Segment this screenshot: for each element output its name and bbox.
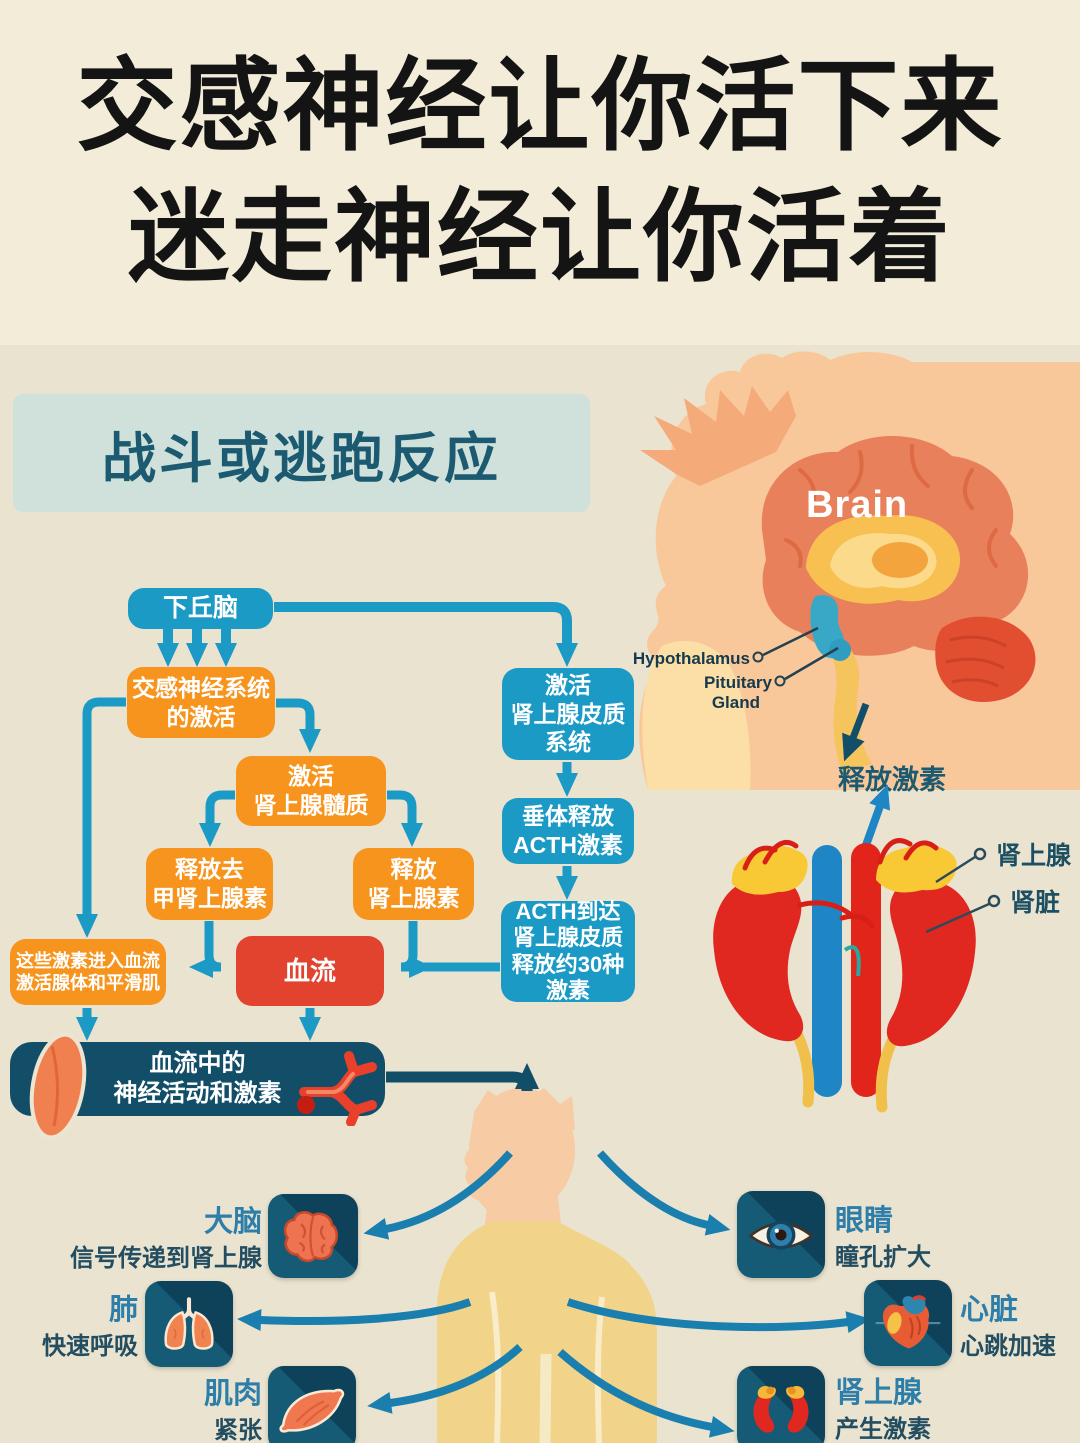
- kidney-label: 肾脏: [1010, 888, 1060, 917]
- adrenal-gland-label: 肾上腺: [996, 842, 1072, 870]
- kidneys-icon: [753, 1386, 809, 1433]
- lungs-organ-label: 肺 快速呼吸: [42, 1294, 138, 1361]
- adrenal-organ-label: 肾上腺 产生激素: [835, 1377, 931, 1443]
- sns-activation-box: 交感神经系统 的激活: [127, 667, 275, 738]
- heart-tile: [864, 1280, 952, 1366]
- adrenal-cortex-box: 激活 肾上腺皮质 系统: [502, 668, 634, 760]
- hypothalamus-box: 下丘脑: [128, 588, 273, 629]
- adrenal-tile: [737, 1366, 825, 1443]
- pituitary-illustration: [829, 639, 851, 661]
- lungs-tile: [145, 1281, 233, 1367]
- vein-icon: [812, 845, 842, 1097]
- brain-icon: [283, 1211, 339, 1263]
- hormones-enter-box: 这些激素进入血流 激活腺体和平滑肌: [10, 939, 166, 1005]
- release-hormone-label: 释放激素: [838, 764, 946, 795]
- muscle-organ-title: 肌肉: [203, 1378, 262, 1410]
- lungs-organ-desc: 快速呼吸: [42, 1333, 138, 1361]
- brain-organ-title: 大脑: [203, 1206, 262, 1238]
- kidney-illustration: 肾上腺 肾脏: [713, 784, 1072, 1113]
- pituitary-label-line1: Pituitary: [704, 673, 773, 692]
- ureter-icon: [789, 1024, 815, 1108]
- title-block: 交感神经让你活下来 迷走神经让你活着: [0, 0, 1080, 345]
- main-title-line1: 交感神经让你活下来: [76, 50, 1004, 163]
- acth-reaches-box: ACTH到达 肾上腺皮质 释放约30种 激素: [501, 899, 635, 1003]
- eye-icon: [748, 1220, 814, 1249]
- brain-tile: [268, 1194, 358, 1278]
- adrenal-medulla-box: 激活 肾上腺髓质: [236, 756, 386, 826]
- muscle-organ-desc: 紧张: [214, 1417, 262, 1443]
- lungs-icon: [164, 1297, 214, 1350]
- muscle-tile-icon: [279, 1388, 345, 1433]
- body-silhouette: [437, 1086, 657, 1443]
- eye-organ-desc: 瞳孔扩大: [835, 1244, 931, 1272]
- main-title-line2: 迷走神经让你活着: [127, 181, 952, 294]
- right-kidney-icon: [886, 880, 976, 1047]
- flow-arrows: [76, 602, 871, 1438]
- head-profile-illustration: Brain Hypothalamus Pituitary Gland 释放激素: [633, 351, 1080, 795]
- heart-organ-title: 心脏: [960, 1294, 1019, 1326]
- pituitary-label-line2: Gland: [712, 693, 760, 712]
- fight-or-flight-header: 战斗或逃跑反应: [13, 394, 590, 512]
- eye-tile: [737, 1191, 825, 1278]
- pituitary-acth-box: 垂体释放 ACTH激素: [502, 798, 634, 864]
- adrenal-organ-title: 肾上腺: [835, 1377, 923, 1409]
- brain-organ-label: 大脑 信号传递到肾上腺: [70, 1206, 262, 1273]
- bloodstream-box: 血流: [236, 936, 384, 1006]
- left-kidney-icon: [713, 877, 804, 1042]
- adrenal-organ-desc: 产生激素: [835, 1416, 931, 1443]
- eye-organ-title: 眼睛: [835, 1205, 894, 1237]
- heart-organ-desc: 心跳加速: [960, 1333, 1056, 1361]
- heart-icon: [875, 1295, 941, 1349]
- blood-vessel-icon: [297, 1051, 377, 1126]
- artery-icon: [851, 843, 881, 1097]
- heart-organ-label: 心脏 心跳加速: [960, 1294, 1056, 1361]
- right-adrenal-icon: [876, 843, 957, 893]
- fight-or-flight-header-text: 战斗或逃跑反应: [102, 428, 501, 489]
- brain-organ-desc: 信号传递到肾上腺: [70, 1245, 262, 1273]
- lungs-organ-title: 肺: [108, 1294, 138, 1326]
- muscle-icon: [29, 1032, 87, 1140]
- hair-icon: [640, 386, 796, 486]
- muscle-tile: [268, 1366, 356, 1443]
- hypothalamus-label: Hypothalamus: [633, 649, 750, 668]
- norepinephrine-box: 释放去 甲肾上腺素: [146, 848, 273, 920]
- eye-organ-label: 眼睛 瞳孔扩大: [835, 1205, 931, 1272]
- muscle-organ-label: 肌肉 紧张: [204, 1378, 262, 1443]
- epinephrine-box: 释放 肾上腺素: [353, 848, 474, 920]
- brain-caption: Brain: [806, 484, 908, 526]
